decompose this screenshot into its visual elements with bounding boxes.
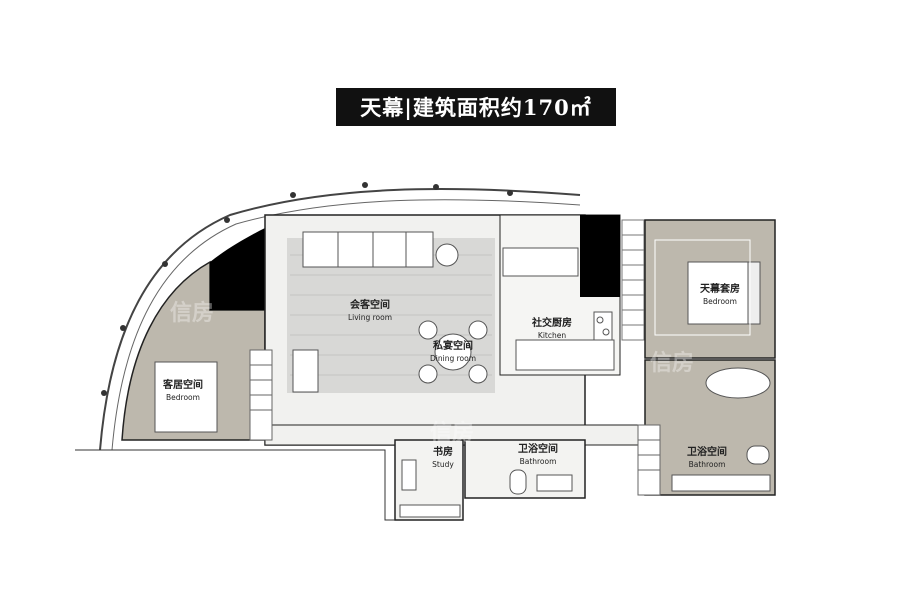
shaft-right	[637, 424, 661, 496]
label-study-en: Study	[432, 460, 454, 469]
curved-glass-wall	[99, 188, 581, 451]
watermark-1: 信房	[170, 300, 214, 326]
label-kitchen-cn: 社交厨房	[531, 316, 572, 329]
structural-column-right	[580, 215, 620, 297]
floorplan-title: 天幕|建筑面积约170㎡	[336, 88, 616, 126]
window-markers	[101, 182, 513, 396]
study-shelf	[399, 504, 461, 518]
label-master-en: Bedroom	[703, 297, 737, 306]
entry-floor	[75, 449, 395, 521]
study-desk	[401, 459, 417, 491]
label-bath-right-en: Bathroom	[689, 460, 726, 469]
curved-glass-wall-inner	[111, 199, 581, 451]
shaft-left	[249, 349, 273, 441]
master-bed-headboard	[747, 261, 761, 325]
sofa	[302, 231, 459, 268]
bathtub	[705, 367, 771, 399]
label-guest-cn: 客居空间	[162, 378, 203, 391]
label-living-en: Living room	[348, 313, 392, 322]
toilet-right	[746, 445, 770, 465]
vanity-center	[536, 474, 573, 492]
label-dining-en: Dining room	[430, 354, 476, 363]
dining-table	[418, 320, 488, 384]
wardrobe	[621, 219, 645, 341]
vanity-right	[671, 474, 771, 492]
label-study-cn: 书房	[433, 445, 453, 458]
label-bath-right-cn: 卫浴空间	[687, 445, 727, 458]
master-rug	[654, 239, 751, 336]
label-living-cn: 会客空间	[350, 298, 390, 311]
label-dining-cn: 私宴空间	[432, 339, 473, 352]
label-kitchen-en: Kitchen	[538, 331, 566, 340]
structural-column-left	[210, 228, 265, 310]
tv-console	[292, 349, 319, 393]
kitchen-counters	[502, 247, 615, 371]
label-guest-en: Bedroom	[166, 393, 200, 402]
guest-bed	[154, 361, 218, 433]
toilet-center	[509, 469, 527, 495]
label-bath-center-en: Bathroom	[520, 457, 557, 466]
label-master-cn: 天幕套房	[700, 282, 740, 295]
label-bath-center-cn: 卫浴空间	[518, 442, 558, 455]
watermark-3: 信房	[650, 350, 694, 376]
watermark-2: 信房	[430, 420, 474, 446]
